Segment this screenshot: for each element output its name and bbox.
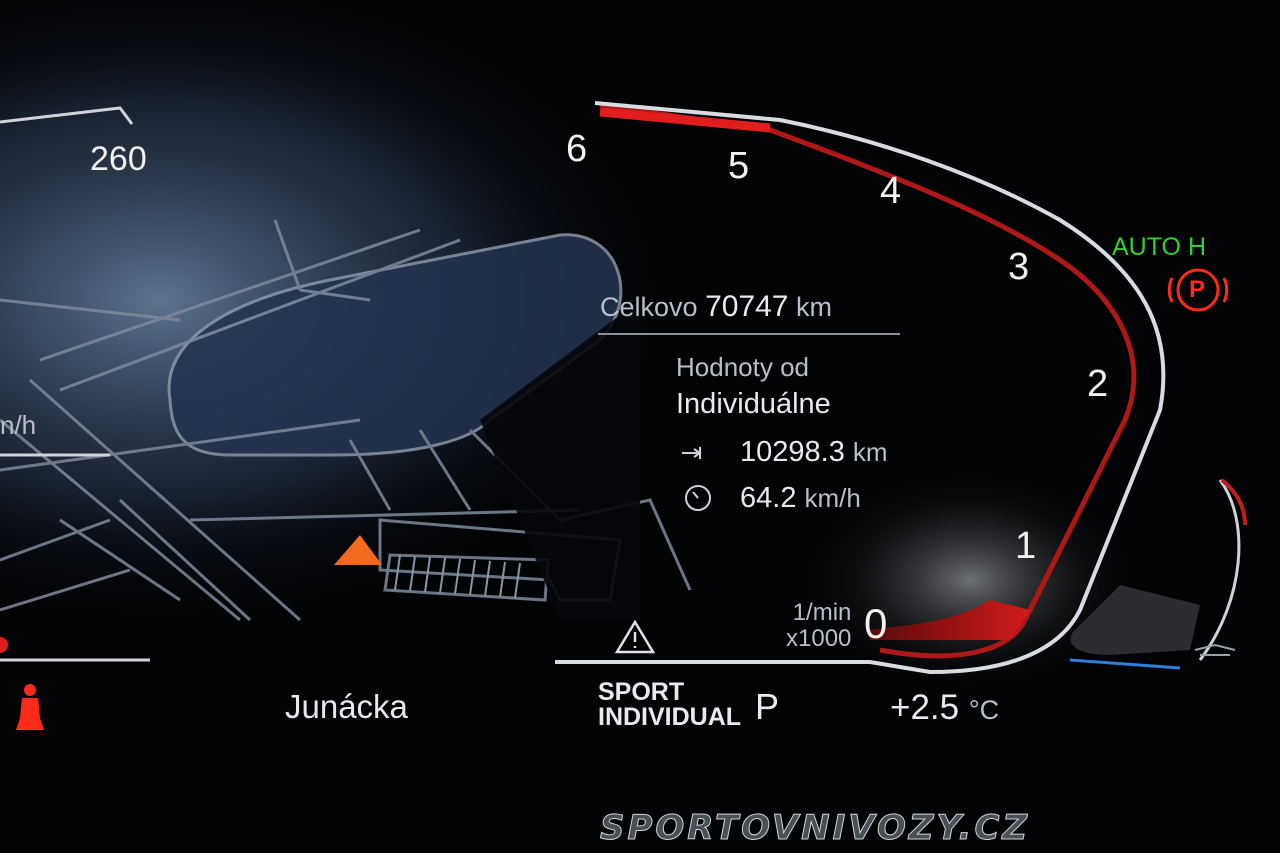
drive-mode: SPORT INDIVIDUAL <box>598 680 741 730</box>
speedometer-arc <box>0 106 134 125</box>
redline-zone <box>599 107 771 133</box>
since-label: Hodnoty od <box>676 352 809 382</box>
gear-indicator: P <box>755 686 780 727</box>
warning-dot <box>0 637 8 653</box>
total-label: Celkovo <box>600 292 698 322</box>
tachometer-outline <box>555 101 1166 675</box>
rpm-mark-1: 1 <box>1015 525 1037 567</box>
total-value: 70747 <box>705 290 789 323</box>
speed-unit: n/h <box>0 410 37 440</box>
rpm-mark-3: 3 <box>1008 246 1030 288</box>
rpm-unit-line2: x1000 <box>786 625 852 652</box>
temperature-value: +2.5 <box>890 688 960 727</box>
street-name: Junácka <box>285 688 408 725</box>
rpm-mark-0: 0 <box>864 600 888 647</box>
rpm-fill <box>870 600 1030 640</box>
navigation-map <box>0 219 692 622</box>
total-odometer: Celkovo 70747 km <box>600 290 832 324</box>
watermark: SPORTOVNIVOZY.CZ <box>599 808 1031 849</box>
tachometer-red-arc <box>599 102 1137 659</box>
distance-unit: km <box>852 437 888 467</box>
total-unit: km <box>796 292 833 322</box>
rpm-mark-5: 5 <box>728 145 750 187</box>
since-value: Individuálne <box>676 388 831 420</box>
trip-average-speed: 64.2 km/h <box>740 482 861 515</box>
speed-mark-260: 260 <box>90 140 147 178</box>
avg-speed-unit: km/h <box>804 483 861 513</box>
parking-brake-letter: P <box>1189 276 1206 303</box>
parking-brake-icon <box>1176 268 1220 312</box>
seatbelt-warning-icon <box>16 684 44 730</box>
warning-triangle-icon <box>614 619 656 654</box>
drive-mode-line1: SPORT <box>598 678 685 706</box>
rpm-unit-line1: 1/min <box>792 599 852 626</box>
rpm-mark-4: 4 <box>880 170 902 212</box>
fuel-gauge <box>1070 585 1200 655</box>
car-ice-icon <box>1194 643 1236 656</box>
distance-icon <box>682 447 702 459</box>
parking-stripes <box>394 554 521 599</box>
distance-value: 10298.3 <box>740 436 845 468</box>
fuel-cold-marker <box>1069 658 1181 670</box>
drive-mode-line2: INDIVIDUAL <box>598 703 742 731</box>
rpm-mark-6: 6 <box>566 128 588 170</box>
rpm-mark-2: 2 <box>1087 363 1109 405</box>
auto-hold-indicator: AUTO H <box>1112 233 1206 261</box>
avg-speed-value: 64.2 <box>740 482 797 514</box>
outside-temperature: +2.5 °C <box>890 688 999 728</box>
temperature-unit: °C <box>968 695 1000 725</box>
trip-distance: 10298.3 km <box>740 436 888 469</box>
average-speed-icon <box>685 485 711 511</box>
navigation-arrow-icon <box>334 535 382 565</box>
rpm-unit: 1/min x1000 <box>786 600 851 652</box>
